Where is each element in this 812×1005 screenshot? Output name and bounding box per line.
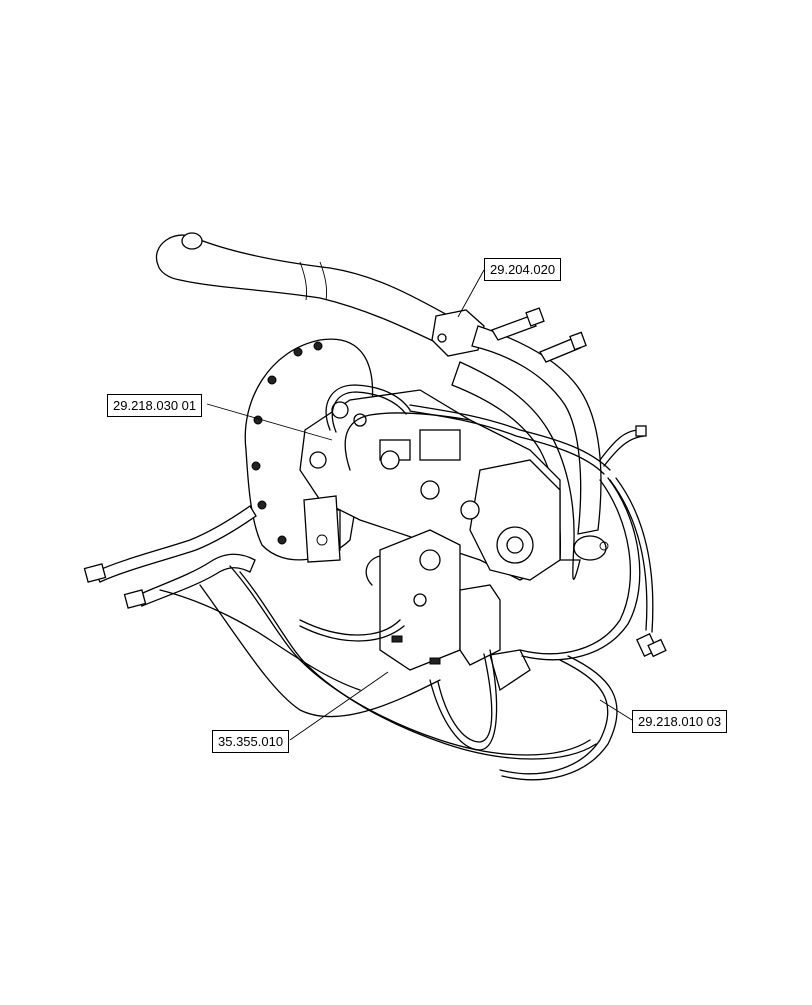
leader-line-a [457,269,485,318]
left-hoses [83,505,597,760]
right-hoses [451,325,609,580]
upper-tube [155,232,461,351]
callout-label-hoses-upper[interactable]: 29.204.020 [484,258,562,281]
callout-label-control-valve[interactable]: 35.355.010 [212,730,290,753]
leader-line-b [206,403,333,441]
control-valve [365,529,531,692]
bottom-hose-loop [429,477,641,781]
leader-lines [206,269,633,741]
callout-label-hoses-lower[interactable]: 29.218.010 03 [632,710,728,733]
hose-clamp [431,309,485,357]
mounting-bracket [303,495,341,563]
leader-line-d [599,699,633,721]
right-thin-hoses [599,425,667,658]
leader-line-c [289,671,389,741]
top-fittings [491,307,587,363]
callout-label-pump-assembly[interactable]: 29.218.030 01 [107,394,203,417]
pump-tubing [325,384,611,475]
